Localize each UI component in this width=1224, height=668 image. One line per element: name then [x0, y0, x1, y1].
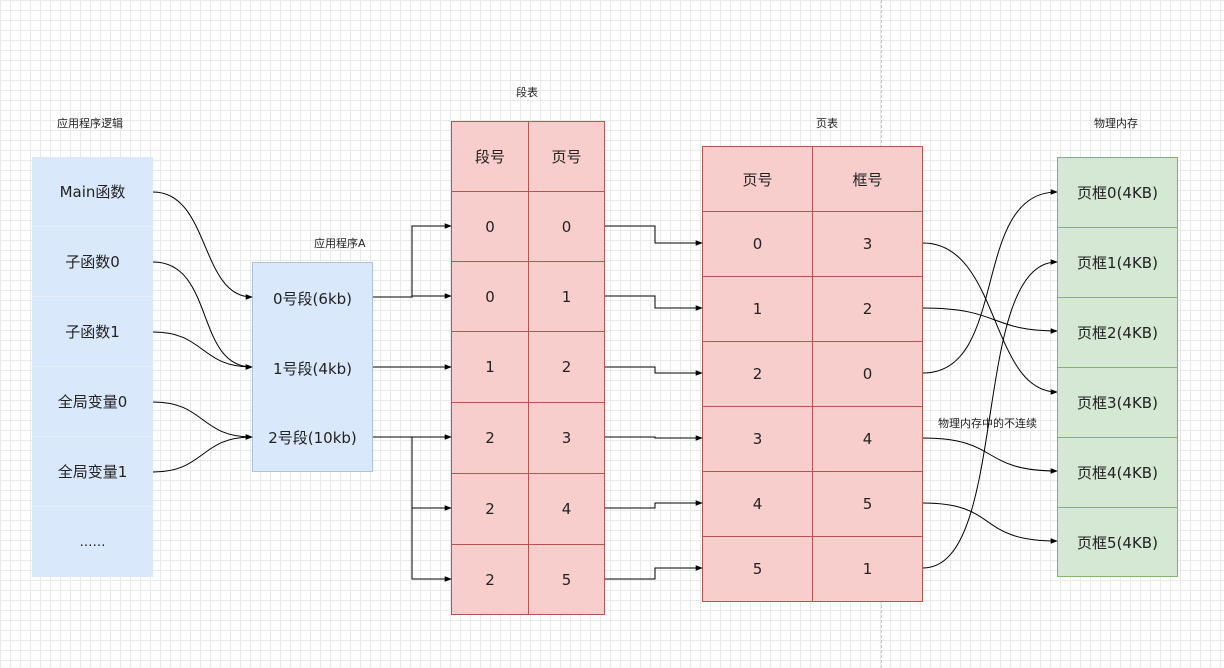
page-table-cell: 1 — [812, 536, 923, 602]
arrow-sub0-to-seg1 — [152, 261, 253, 370]
segment-table-cell: 2 — [451, 473, 529, 545]
app-logic-item: 子函数0 — [32, 227, 153, 297]
segment-table-cell: 0 — [528, 191, 605, 262]
segment-table-cell: 5 — [528, 544, 605, 615]
segment-item: 0号段(6kb) — [273, 289, 352, 308]
page-table-cell: 3 — [702, 406, 813, 472]
app-a-segments: 0号段(6kb) 1号段(4kb) 2号段(10kb) — [252, 262, 373, 472]
arrow-seg0-to-row1 — [373, 293, 452, 299]
page-table: 页号 框号 0 3 1 2 2 0 3 4 4 5 5 1 — [702, 146, 923, 602]
page-table-cell: 4 — [702, 471, 813, 537]
app-logic-item: …… — [79, 534, 106, 550]
arrow-segrow4-to-page4 — [605, 500, 703, 509]
page-table-cell: 0 — [702, 211, 813, 277]
arrow-segrow0-to-page0 — [605, 225, 703, 246]
page-table-header-frame: 框号 — [812, 146, 923, 212]
arrow-frame5 — [922, 502, 1058, 544]
page-table-cell: 2 — [702, 341, 813, 407]
arrow-global0-to-seg2 — [152, 401, 253, 440]
arrow-segrow3-to-page3 — [605, 435, 703, 441]
page-frame: 页框0(4KB) — [1057, 157, 1178, 228]
app-a-title: 应用程序A — [314, 237, 366, 250]
arrow-segrow5-to-page5 — [605, 565, 703, 580]
arrow-seg0-to-row0 — [373, 223, 452, 298]
arrow-seg2-to-row5 — [373, 436, 452, 582]
segment-table-cell: 0 — [451, 191, 529, 262]
arrow-sub1-to-seg1 — [152, 331, 253, 370]
app-logic-item: 子函数1 — [32, 297, 153, 367]
segment-table-title: 段表 — [516, 86, 538, 99]
arrow-main-to-seg0 — [152, 191, 253, 300]
arrow-frame0 — [922, 189, 1058, 374]
app-logic-column: Main函数 子函数0 子函数1 全局变量0 全局变量1 …… — [32, 157, 153, 577]
physical-memory-title: 物理内存 — [1094, 117, 1138, 130]
segment-table-header-page: 页号 — [528, 121, 605, 192]
page-frame: 页框5(4KB) — [1057, 507, 1178, 577]
discontinuous-note: 物理内存中的不连续 — [938, 417, 1037, 430]
segment-table-cell: 1 — [528, 261, 605, 332]
segment-table-cell: 1 — [451, 331, 529, 403]
app-logic-item: 全局变量0 — [32, 367, 153, 437]
page-frame: 页框4(4KB) — [1057, 437, 1178, 508]
arrow-frame1 — [922, 259, 1058, 569]
page-frame: 页框2(4KB) — [1057, 297, 1178, 368]
segment-table-cell: 2 — [528, 331, 605, 403]
app-logic-item: 全局变量1 — [32, 437, 153, 507]
arrow-frame2 — [922, 307, 1058, 334]
page-table-cell: 5 — [702, 536, 813, 602]
arrow-global1-to-seg2 — [152, 434, 253, 473]
segment-item: 1号段(4kb) — [273, 359, 352, 378]
page-table-cell: 0 — [812, 341, 923, 407]
segment-item: 2号段(10kb) — [268, 429, 357, 447]
page-table-cell: 2 — [812, 276, 923, 342]
physical-memory: 页框0(4KB) 页框1(4KB) 页框2(4KB) 页框3(4KB) 页框4(… — [1057, 157, 1178, 577]
segment-table-cell: 3 — [528, 402, 605, 474]
segment-table: 段号 页号 0 0 0 1 1 2 2 3 2 4 2 5 — [451, 121, 605, 615]
arrow-segrow2-to-page2 — [605, 366, 703, 376]
app-logic-item: Main函数 — [32, 157, 153, 227]
page-frame: 页框1(4KB) — [1057, 227, 1178, 298]
arrow-frame3 — [922, 242, 1058, 395]
page-table-cell: 4 — [812, 406, 923, 472]
page-table-cell: 1 — [702, 276, 813, 342]
arrow-frame4 — [922, 437, 1058, 474]
page-frame: 页框3(4KB) — [1057, 367, 1178, 438]
page-table-title: 页表 — [816, 117, 838, 130]
app-logic-title: 应用程序逻辑 — [57, 117, 123, 130]
arrow-segrow1-to-page1 — [605, 295, 703, 311]
segment-table-cell: 4 — [528, 473, 605, 545]
